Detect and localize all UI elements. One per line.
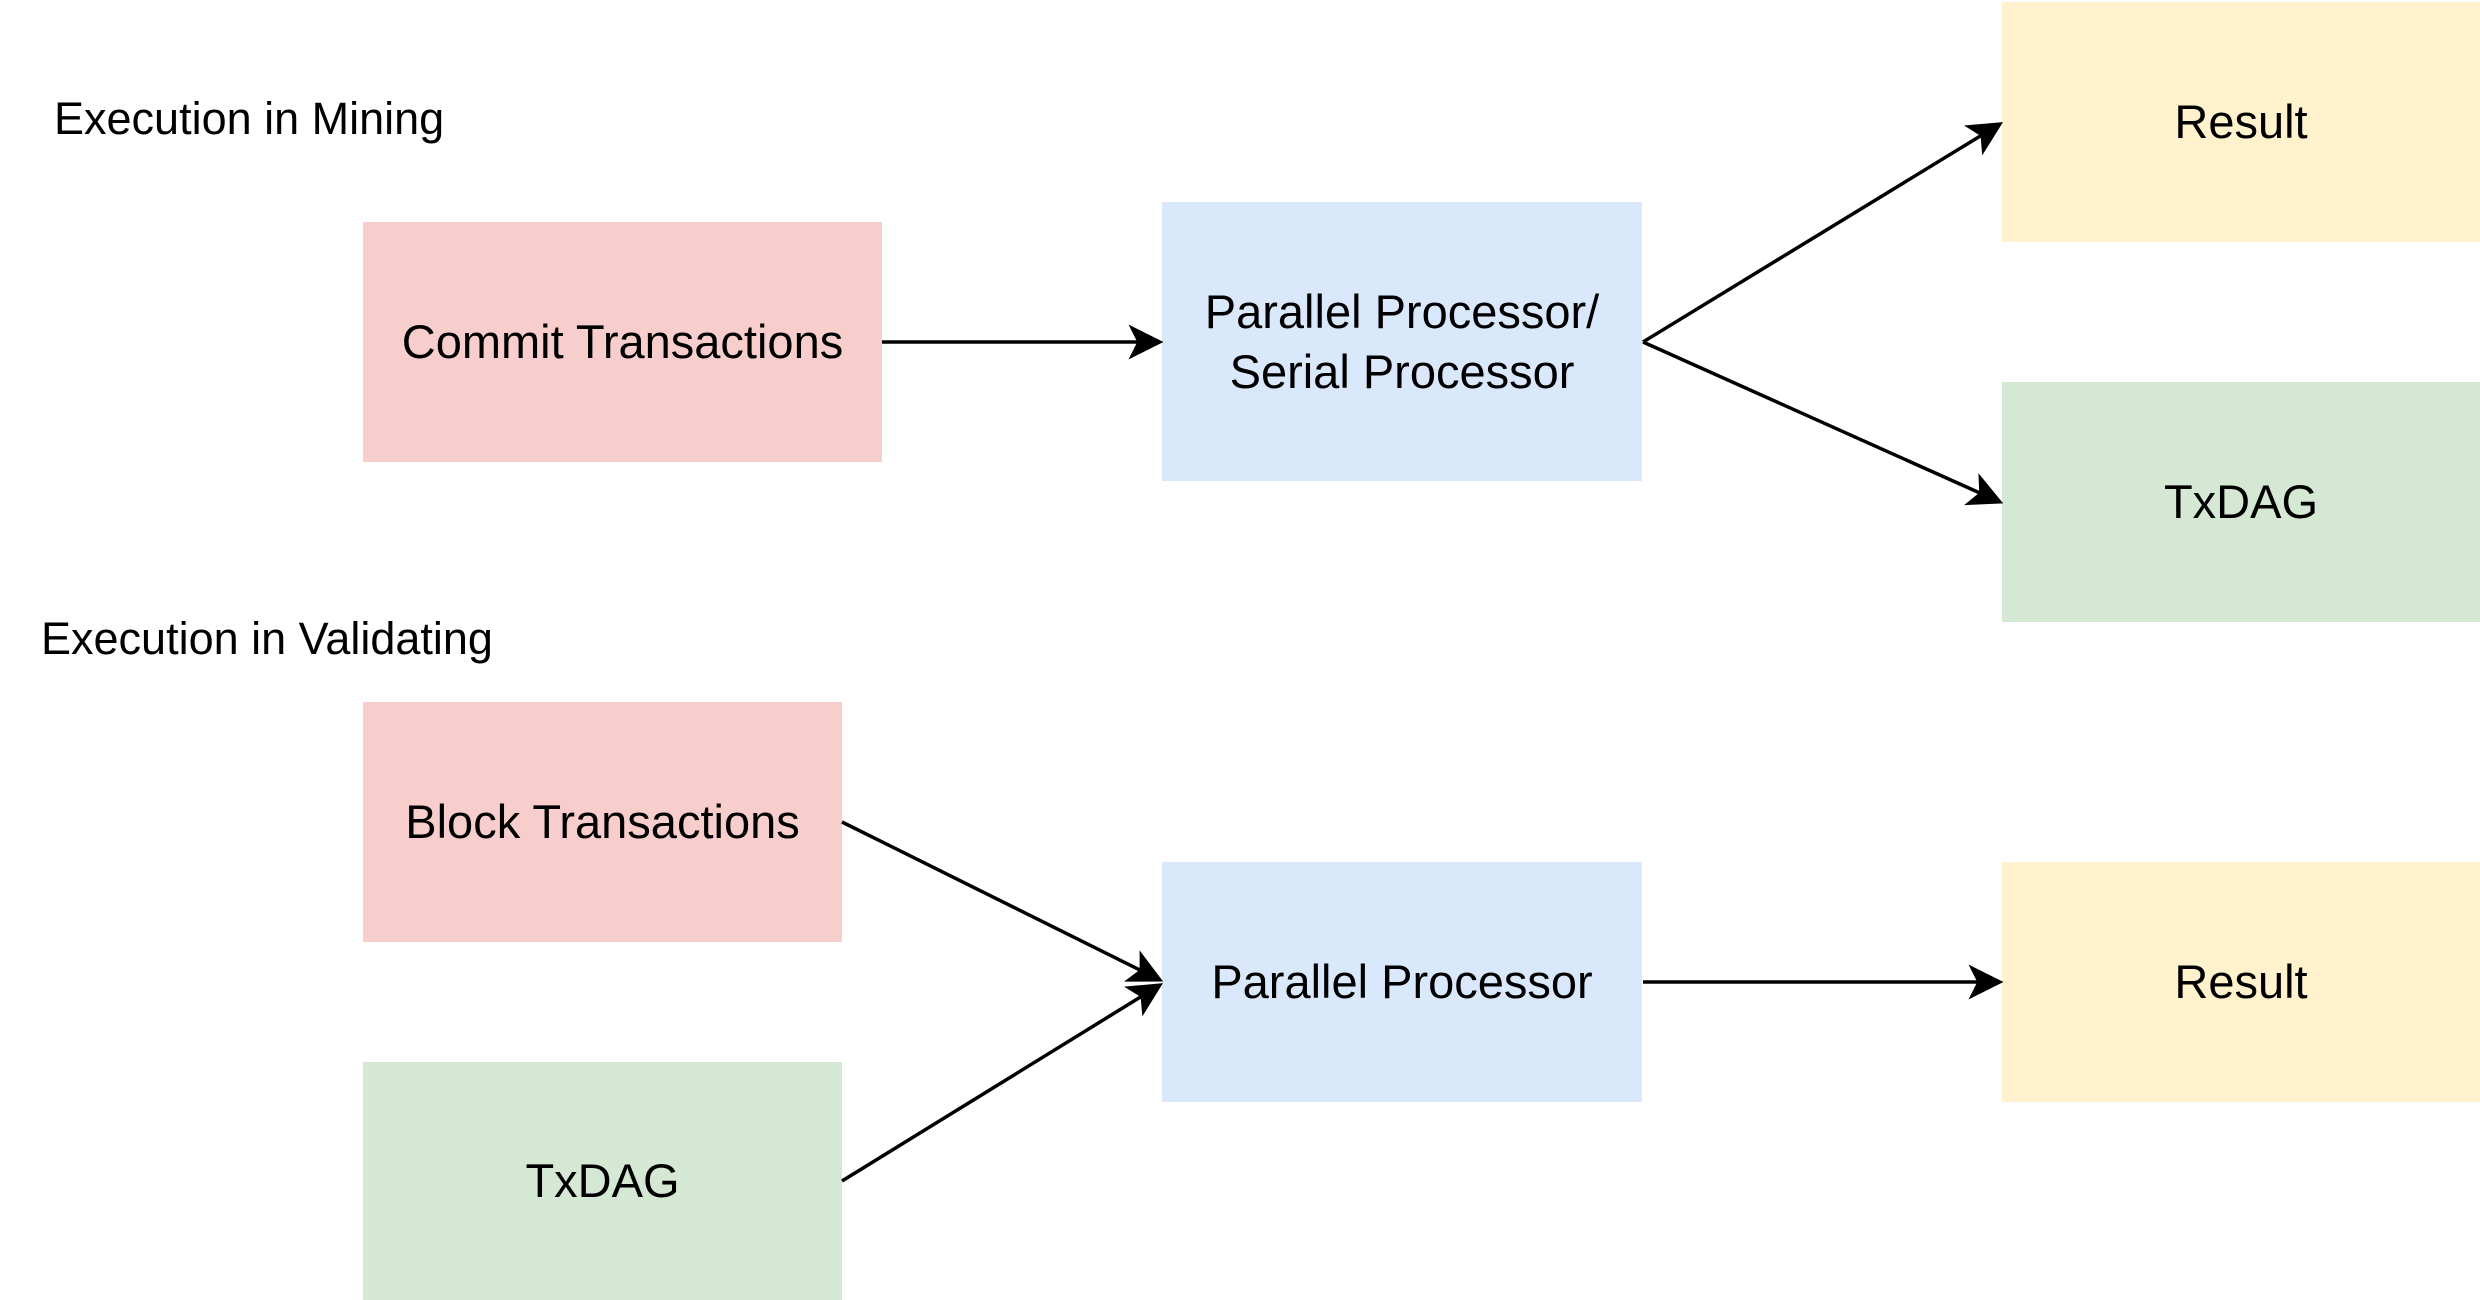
validating-processor-node: Parallel Processor <box>1162 862 1642 1102</box>
mining-result-node: Result <box>2002 2 2480 242</box>
block-transactions-label: Block Transactions <box>405 795 800 848</box>
commit-transactions-node: Commit Transactions <box>363 222 882 462</box>
section-title-mining: Execution in Mining <box>54 93 445 144</box>
block-transactions-node: Block Transactions <box>363 702 842 942</box>
section-title-validating: Execution in Validating <box>41 613 493 664</box>
mining-processor-node: Parallel Processor/ Serial Processor <box>1162 202 1642 481</box>
validating-result-node: Result <box>2002 862 2480 1102</box>
mining-txdag-node: TxDAG <box>2002 382 2480 622</box>
edge-processor-to-txdag <box>1642 340 2004 506</box>
edge-block-to-processor <box>841 820 1164 982</box>
mining-result-label: Result <box>2174 95 2308 148</box>
mining-processor-label: Parallel Processor/ Serial Processor <box>1204 284 1600 398</box>
edge-processor-to-result <box>1642 122 2003 344</box>
validating-result-label: Result <box>2174 955 2308 1008</box>
validating-txdag-node: TxDAG <box>363 1062 842 1300</box>
edge-txdag-to-processor <box>841 983 1163 1183</box>
mining-txdag-label: TxDAG <box>2163 475 2319 528</box>
validating-txdag-label: TxDAG <box>525 1154 680 1207</box>
validating-processor-label: Parallel Processor <box>1211 955 1593 1008</box>
commit-transactions-label: Commit Transactions <box>401 315 844 368</box>
